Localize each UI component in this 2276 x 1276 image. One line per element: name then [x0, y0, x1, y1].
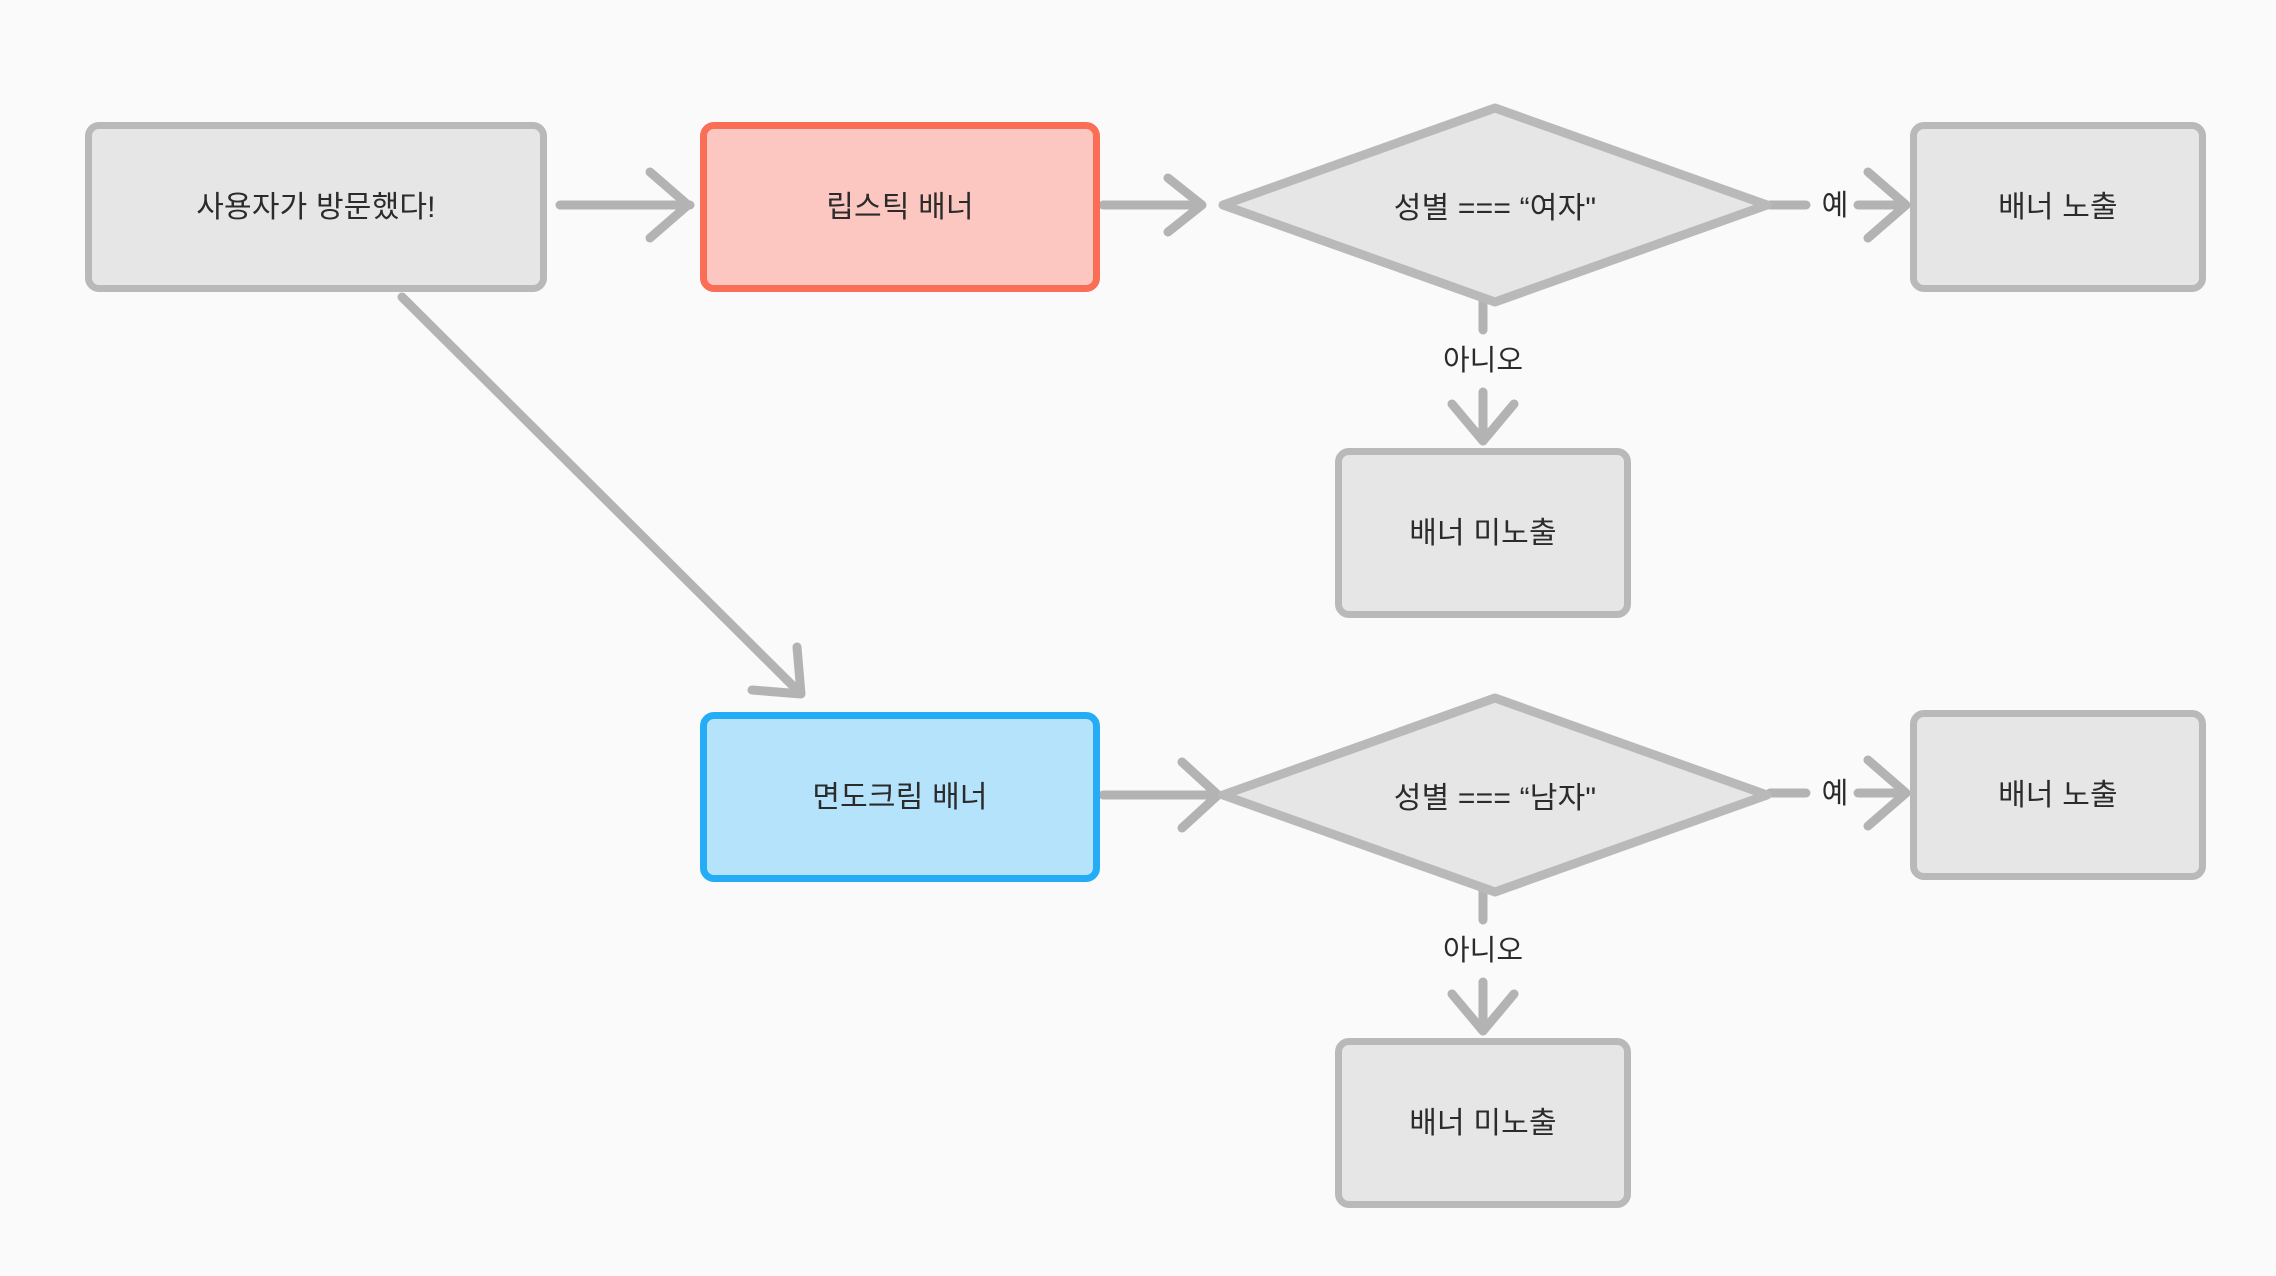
edge-lipstick-to-decision-female	[1098, 173, 1207, 237]
node-start-label: 사용자가 방문했다!	[196, 190, 436, 224]
decision-female-shape	[1218, 103, 1772, 307]
node-decision-male-label: 성별 === “남자"	[1393, 782, 1597, 815]
node-decision-male[interactable]: 성별 === “남자"	[1215, 690, 1775, 900]
node-lipstick-banner[interactable]: 립스틱 배너	[700, 122, 1100, 292]
node-show-banner-bottom-label: 배너 노출	[1998, 778, 2118, 812]
node-show-banner-top-label: 배너 노출	[1998, 190, 2118, 224]
node-hide-banner-top-label: 배너 미노출	[1409, 516, 1557, 550]
edge-label-no-bottom: 아니오	[1442, 935, 1524, 967]
node-hide-banner-bottom[interactable]: 배너 미노출	[1335, 1038, 1631, 1208]
node-start[interactable]: 사용자가 방문했다!	[85, 122, 547, 292]
node-decision-female-label: 성별 === “여자"	[1393, 192, 1597, 225]
node-show-banner-top[interactable]: 배너 노출	[1910, 122, 2206, 292]
node-shaving-cream-banner-label: 면도크림 배너	[812, 780, 988, 814]
edge-label-yes-bottom: 예	[1821, 778, 1849, 810]
node-shaving-cream-banner[interactable]: 면도크림 배너	[700, 712, 1100, 882]
decision-male-shape	[1218, 693, 1772, 897]
node-hide-banner-bottom-label: 배너 미노출	[1409, 1106, 1557, 1140]
edge-label-no-top: 아니오	[1442, 345, 1524, 377]
edge-start-to-lipstick	[555, 167, 695, 243]
node-lipstick-banner-label: 립스틱 배너	[826, 190, 974, 224]
node-show-banner-bottom[interactable]: 배너 노출	[1910, 710, 2206, 880]
edge-label-yes-top: 예	[1821, 190, 1849, 222]
edge-start-to-shaving-cream	[397, 292, 806, 699]
edge-shaving-to-decision-male	[1098, 757, 1223, 833]
node-decision-female[interactable]: 성별 === “여자"	[1215, 100, 1775, 310]
node-hide-banner-top[interactable]: 배너 미노출	[1335, 448, 1631, 618]
